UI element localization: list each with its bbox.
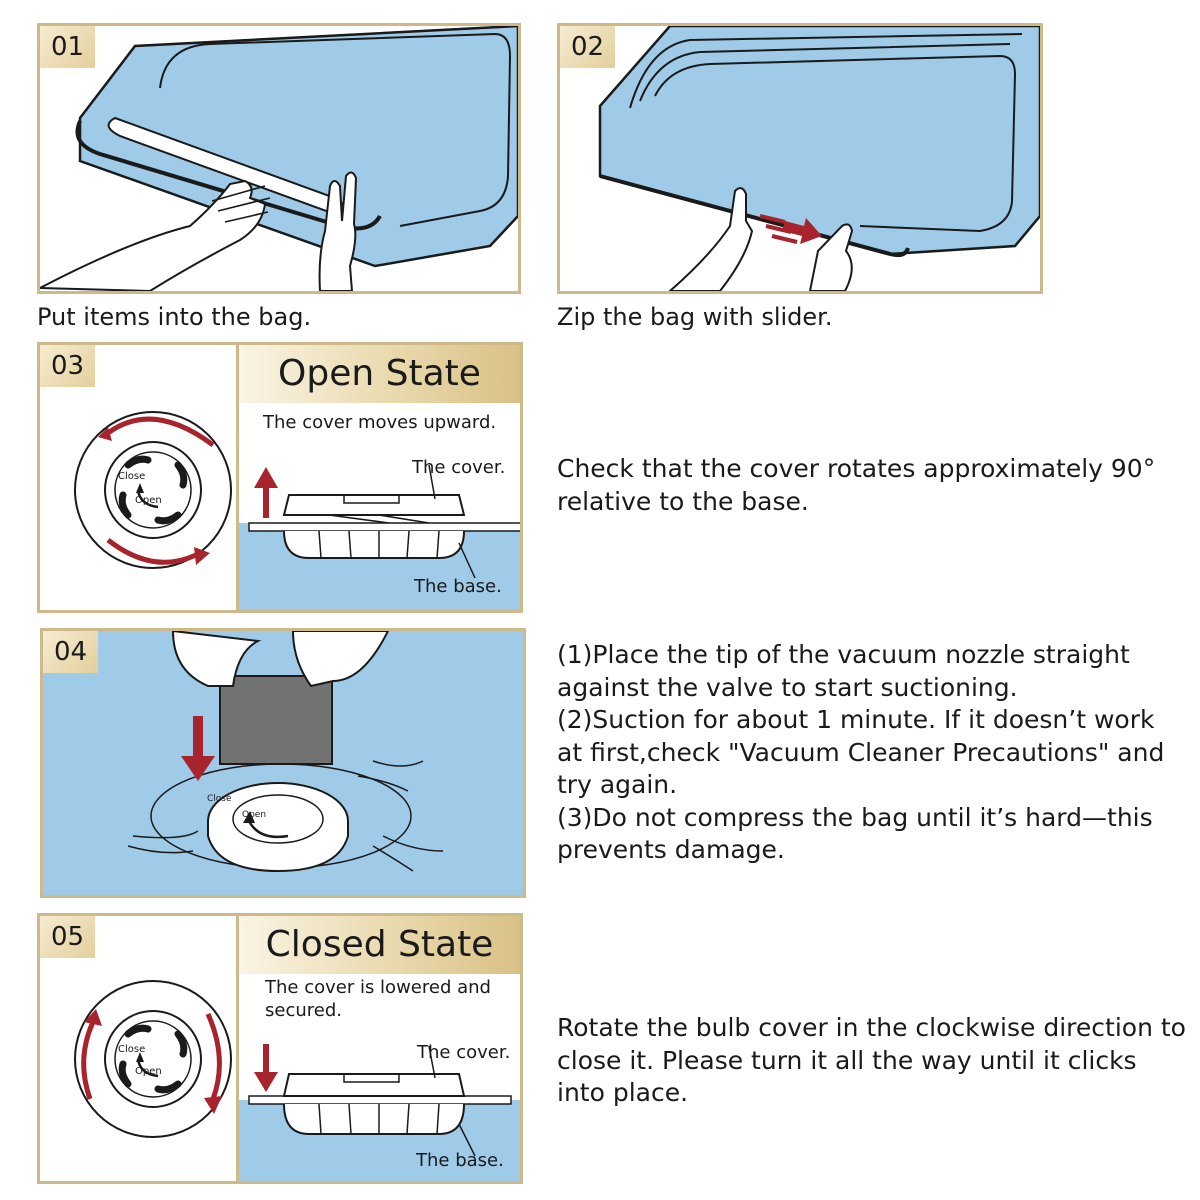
step-02-caption: Zip the bag with slider.	[557, 303, 833, 331]
dial-close-label: Close	[207, 794, 232, 804]
closed-state-title: Closed State	[239, 916, 520, 974]
step-04-line-3: (3)Do not compress the bag until it’s ha…	[557, 802, 1153, 865]
step-03-description: Check that the cover rotates approximate…	[557, 453, 1177, 518]
valve-cross-section-open	[239, 464, 520, 610]
step-03-panel: 03 Close Open Open State The cover moves…	[37, 342, 523, 613]
step-02-panel: 02	[557, 23, 1043, 294]
step-number-badge: 04	[43, 631, 98, 673]
dial-open-label: Open	[135, 1066, 162, 1077]
step-01-panel: 01	[37, 23, 521, 294]
dial-open-label: Open	[242, 810, 267, 820]
step-04-description: (1)Place the tip of the vacuum nozzle st…	[557, 639, 1187, 867]
zip-bag-illustration	[598, 26, 1040, 291]
step-01-caption: Put items into the bag.	[37, 303, 312, 331]
step-number-badge: 01	[40, 26, 95, 68]
base-label: The base.	[416, 1150, 504, 1171]
panel-divider	[236, 345, 239, 610]
dial-close-label: Close	[118, 1044, 146, 1055]
valve-cross-section-closed	[239, 1044, 520, 1181]
panel-divider	[236, 916, 239, 1181]
open-state-title: Open State	[239, 345, 520, 403]
closed-state-note: The cover is lowered and secured.	[265, 977, 491, 1021]
valve-dial-open	[74, 411, 232, 569]
cover-label: The cover.	[417, 1042, 511, 1063]
step-number-badge: 05	[40, 916, 95, 958]
valve-dial-closed	[74, 980, 232, 1138]
step-05-panel: 05 Close Open Closed State The cover is …	[37, 913, 523, 1184]
base-label: The base.	[414, 576, 502, 597]
step-04-panel: 04 Close Open	[40, 628, 526, 898]
fill-bag-illustration	[40, 26, 518, 291]
step-05-description-text: Rotate the bulb cover in the clockwise d…	[557, 1013, 1186, 1107]
step-03-description-text: Check that the cover rotates approximate…	[557, 454, 1156, 516]
dial-close-label: Close	[118, 471, 146, 482]
step-number-badge: 03	[40, 345, 95, 387]
step-05-description: Rotate the bulb cover in the clockwise d…	[557, 1012, 1187, 1110]
cover-label: The cover.	[412, 457, 506, 478]
step-04-line-1: (1)Place the tip of the vacuum nozzle st…	[557, 640, 1130, 702]
step-04-line-2: (2)Suction for about 1 minute. If it doe…	[557, 705, 1165, 799]
dial-open-label: Open	[135, 495, 162, 506]
vacuum-nozzle-illustration	[127, 631, 444, 873]
open-state-note: The cover moves upward.	[263, 412, 497, 433]
step-number-badge: 02	[560, 26, 615, 68]
